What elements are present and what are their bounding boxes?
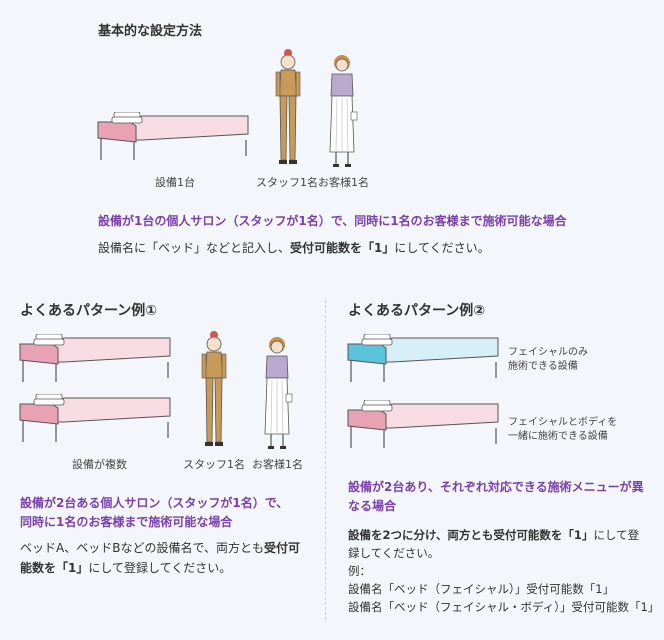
pattern2-title: よくあるパターン例② [348, 303, 486, 319]
bed-a-illustration [18, 334, 173, 384]
equipment-label: 設備1台 [155, 176, 195, 189]
basic-headline: 設備が1台の個人サロン（スタッフが1名）で、同時に1名のお客様まで施術可能な場合 [98, 214, 567, 228]
bed-b-illustration [18, 394, 173, 444]
bed-illustration [96, 112, 251, 162]
pattern1-equipment-label: 設備が複数 [72, 458, 127, 471]
section-divider [325, 300, 326, 620]
pattern2-example1: 設備名「ベッド（フェイシャル）」受付可能数「1」 [348, 582, 615, 596]
pattern2-desc-bold: 設備を2つに分け、両方とも受付可能数を「1」 [348, 528, 594, 542]
pattern1-customer-label: お客様1名 [252, 458, 303, 471]
pattern2-desc-post: にして登 [593, 528, 640, 542]
facial-bed-label-line2: 施術できる設備 [508, 361, 578, 372]
pattern1-customer-illustration [260, 334, 294, 454]
basic-desc-post: にしてください。 [394, 241, 490, 255]
facial-body-bed-label-line2: 一緒に施術できる設備 [508, 431, 608, 442]
pattern2-example-label: 例： [348, 564, 371, 578]
pattern1-title: よくあるパターン例① [20, 303, 158, 319]
basic-desc-pre: 設備名に「ベッド」などと記入し、 [98, 241, 291, 255]
pattern2-headline: 設備が2台あり、それぞれ対応できる施術メニューが異 なる場合 [348, 478, 644, 516]
facial-body-bed-illustration [346, 400, 501, 450]
facial-body-bed-label: フェイシャルとボディを 一緒に施術できる設備 [508, 416, 617, 444]
basic-section-title: 基本的な設定方法 [98, 24, 203, 39]
basic-desc-bold: 受付可能数を「1」 [290, 241, 395, 255]
facial-body-bed-label-line1: フェイシャルとボディを [508, 417, 618, 428]
customer-label: お客様1名 [318, 176, 369, 189]
pattern2-headline-line1: 設備が2台あり、それぞれ対応できる施術メニューが異 [348, 480, 644, 494]
customer-illustration [325, 52, 359, 172]
pattern1-headline: 設備が2台ある個人サロン（スタッフが1名）で、 同時に1名のお客様まで施術可能な… [20, 494, 288, 532]
pattern1-headline-line1: 設備が2台ある個人サロン（スタッフが1名）で、 [20, 496, 289, 510]
staff-illustration [273, 48, 303, 168]
pattern2-headline-line2: なる場合 [348, 499, 397, 513]
pattern1-desc-bold2: 能数を「1」 [20, 561, 89, 575]
pattern2-description: 設備を2つに分け、両方とも受付可能数を「1」にして登 録してください。 例： 設… [348, 526, 659, 616]
pattern1-desc-post: にして登録してください。 [88, 561, 232, 575]
facial-bed-illustration [346, 334, 501, 384]
pattern1-description: ベッドA、ベッドBなどの設備名で、両方とも受付可 能数を「1」にして登録してくだ… [20, 538, 300, 578]
pattern1-desc-pre: ベッドA、ベッドBなどの設備名で、両方とも [20, 541, 264, 555]
facial-bed-label-line1: フェイシャルのみ [508, 347, 588, 358]
pattern2-desc-line2: 録してください。 [348, 546, 440, 560]
pattern1-staff-label: スタッフ1名 [183, 458, 245, 471]
pattern1-desc-bold1: 受付可 [263, 541, 300, 555]
pattern1-staff-illustration [199, 330, 229, 450]
facial-bed-label: フェイシャルのみ 施術できる設備 [508, 346, 588, 374]
pattern2-example2: 設備名「ベッド（フェイシャル・ボディ）」受付可能数「1」 [348, 600, 660, 614]
staff-label: スタッフ1名 [256, 176, 318, 189]
pattern1-headline-line2: 同時に1名のお客様まで施術可能な場合 [20, 515, 233, 529]
basic-description: 設備名に「ベッド」などと記入し、受付可能数を「1」にしてください。 [98, 238, 490, 258]
